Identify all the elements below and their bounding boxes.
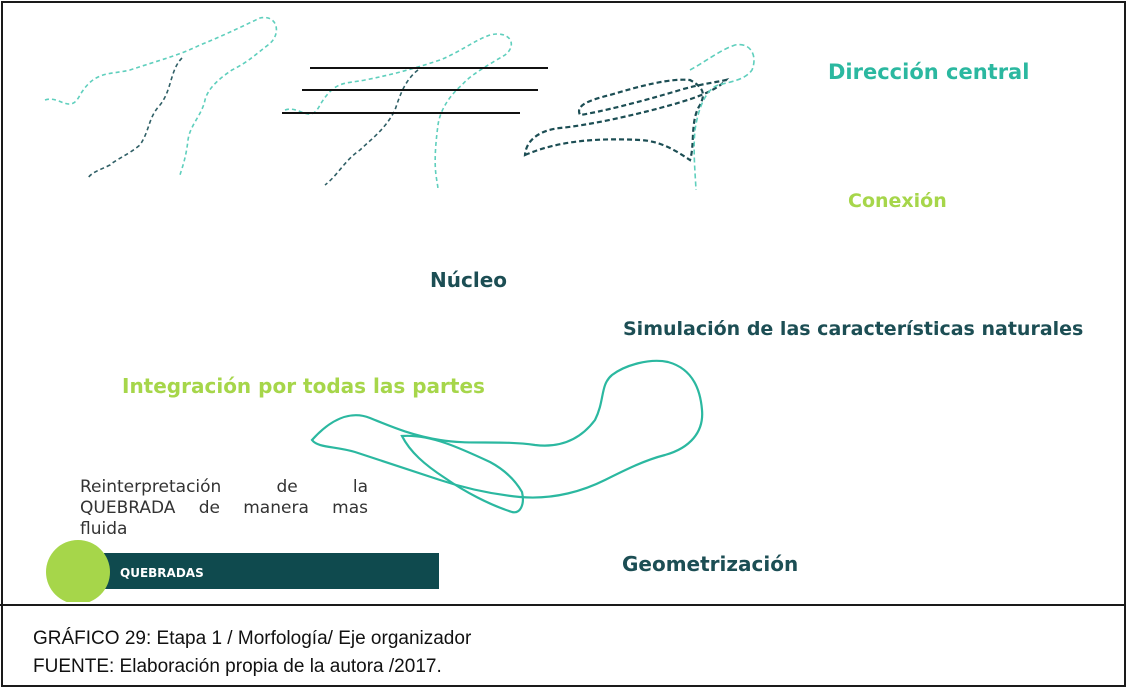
label-geometrizacion: Geometrización: [622, 552, 799, 576]
organic-shape-outline: [310, 359, 704, 499]
label-nucleo: Núcleo: [430, 268, 507, 292]
caption-title: GRÁFICO 29: Etapa 1 / Morfología/ Eje or…: [33, 628, 472, 649]
sketch-stream-2: [282, 33, 548, 191]
sketch-stream-1: [44, 16, 278, 179]
legend-label: QUEBRADAS: [120, 566, 204, 580]
description-line-3: fluida: [80, 519, 128, 539]
caption-divider: [0, 604, 1125, 606]
label-simulacion: Simulación de las características natura…: [623, 318, 1084, 340]
stream-line-light-1: [44, 16, 278, 176]
label-integracion: Integración por todas las partes: [122, 374, 485, 398]
label-direccion-central: Dirección central: [828, 60, 1030, 84]
legend-bar: [104, 553, 439, 589]
morphology-sketches: [44, 16, 755, 514]
organic-shape-tail: [400, 434, 524, 514]
label-conexion: Conexión: [848, 190, 947, 212]
description-line-1: Reinterpretación de la: [80, 477, 368, 497]
sketch-stream-3: [523, 43, 755, 191]
organic-shape: [310, 359, 704, 514]
stream-line-dark-1: [87, 57, 183, 179]
stream-shape-dark-3: [523, 78, 730, 162]
stream-line-light-2: [284, 33, 513, 191]
stream-line-light-3: [689, 43, 755, 191]
legend-circle: [46, 540, 110, 602]
description-line-2: QUEBRADA de manera mas: [80, 498, 368, 518]
caption-source: FUENTE: Elaboración propia de la autora …: [33, 656, 442, 677]
stream-line-dark-2: [324, 69, 419, 186]
description-paragraph: Reinterpretación de la QUEBRADA de maner…: [80, 477, 368, 540]
